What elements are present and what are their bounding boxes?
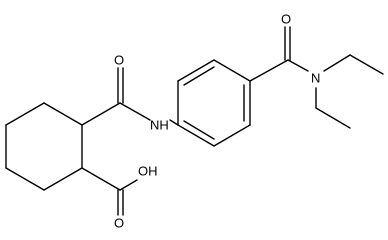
amide-linker — [81, 67, 151, 126]
acid-carbonyl-oxygen-label: O — [114, 215, 124, 230]
cyclohexane-ring — [5, 102, 83, 191]
benzene-ring — [169, 59, 251, 147]
carboxylic-acid-group — [81, 167, 138, 216]
diethyl-nitrogen-label: N — [311, 70, 320, 85]
nh-label: NH — [150, 117, 169, 132]
hydroxyl-label: OH — [138, 163, 158, 178]
amide-oxygen-label: O — [114, 52, 124, 67]
diethylamide-group — [249, 26, 384, 129]
benzamide-oxygen-label: O — [281, 11, 291, 26]
